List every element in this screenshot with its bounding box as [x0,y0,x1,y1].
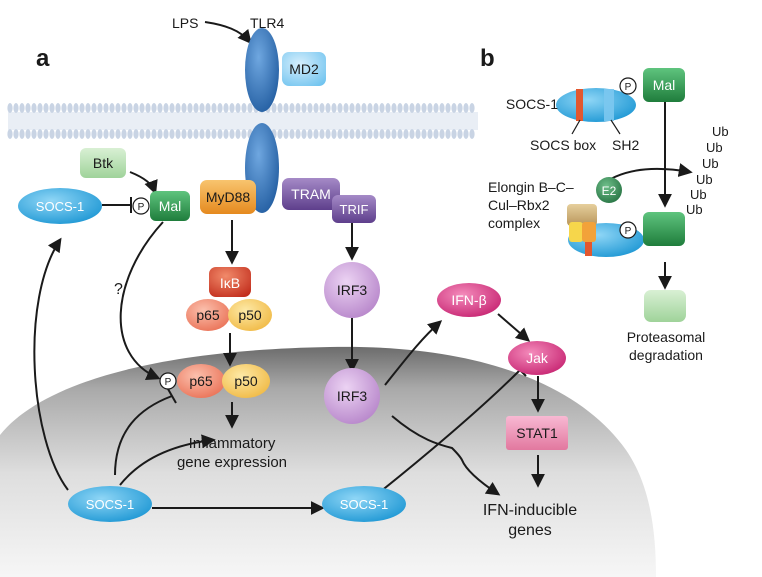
degraded-mal [644,290,686,322]
btk [80,148,126,178]
inhibit-socs1-p65-bar [167,388,177,404]
stat1 [506,416,568,450]
phospho-p65-label: P [165,377,172,388]
ifn-beta-label: IFN-β [451,292,486,308]
mal-b-bound [643,212,685,246]
phospho-p65 [159,372,177,390]
p50-nucleus [222,364,270,398]
socs-box-pointer [571,119,581,135]
arrow-socs1-nuc-to-cyto [33,237,69,491]
ub-label-5: Ub [690,187,707,202]
irf3-cytoplasm [324,262,380,318]
socs1-cytoplasm-label: SOCS-1 [36,199,84,214]
ub-label-1: Ub [712,124,729,139]
elongin-bc-yellow [569,222,583,242]
md2-label: MD2 [289,61,319,77]
socs1-b-label: SOCS-1 [506,96,558,112]
p65-nucleus [177,364,225,398]
mal-b-label: Mal [653,77,676,93]
nucleus [0,346,656,577]
inflammatory-label-line1: Inflammatory [189,435,276,452]
arrows [33,21,693,515]
tram-label: TRAM [291,186,331,202]
stat1-label: STAT1 [516,425,558,441]
phospho-mal-b-bound [619,221,637,239]
inhibit-socs1-jak [379,369,521,493]
myd88-label: MyD88 [206,189,251,205]
myd88 [200,180,256,214]
sh2-pointer [610,119,621,135]
e2-label: E2 [602,184,617,198]
irf3-nucleus [324,368,380,424]
socs1-nucleus-right [322,486,406,522]
irf3-cytoplasm-label: IRF3 [337,282,368,298]
jak-label: Jak [526,350,549,366]
mal-label: Mal [159,198,182,214]
phospho-mal-label: P [138,202,145,213]
degradation-label-line1: Proteasomal [627,329,706,345]
socs-box-label: SOCS box [530,137,596,153]
arrow-socs1-to-genes [119,434,216,486]
p65-cytoplasm-label: p65 [196,307,220,323]
phospho-mal-b-bound-label: P [625,226,632,237]
ikb [209,267,251,297]
trif-label: TRIF [340,202,369,217]
phospho-mal-b [619,77,637,95]
tlr4-extracellular-domain [245,28,279,112]
socs1-nucleus-left [68,486,152,522]
socs-box-stripe [576,89,583,121]
arrow-irf3-to-ifn-genes [391,415,501,496]
socs1-cytoplasm [18,188,102,224]
arrow-irf3-to-ifnb [384,320,443,386]
unknown-step-label: ? [114,281,123,298]
p50-nucleus-label: p50 [234,373,258,389]
ifn-genes-label-line2: genes [508,522,552,539]
complex-label-line3: complex [488,215,540,231]
panel-label-a: a [36,45,50,72]
arrow-ifnb-to-jak [497,313,531,342]
tlr4-label: TLR4 [250,15,284,31]
inhibit-socs1-p65 [114,395,173,476]
ub-label-3: Ub [702,156,719,171]
ub-label-2: Ub [706,140,723,155]
ifn-genes-label-line1: IFN-inducible [483,502,577,519]
cullin [567,204,597,226]
trif [332,195,376,223]
ub-label-6: Ub [686,202,703,217]
p65-cytoplasm [186,299,230,331]
p50-cytoplasm [228,299,272,331]
socs1-nucleus-left-label: SOCS-1 [86,497,134,512]
sh2-label: SH2 [612,137,639,153]
btk-label: Btk [93,155,114,171]
sh2-stripe [604,89,614,121]
mal-b [643,68,685,102]
e2 [596,177,622,203]
tram [282,178,340,210]
complex-label-line1: Elongin B–C– [488,179,574,195]
socs1-nucleus-right-label: SOCS-1 [340,497,388,512]
phospho-mal [132,197,150,215]
mal [150,191,190,221]
ikb-label: IκB [220,275,240,291]
complex-label-line2: Cul–Rbx2 [488,197,550,213]
jak [508,341,566,375]
arrow-lps-to-tlr4 [204,21,252,45]
arrow-mal-to-p65 [119,221,164,380]
degradation-label-line2: degradation [629,347,703,363]
plasma-membrane [7,103,478,139]
p65-nucleus-label: p65 [189,373,213,389]
arrow-btk-to-mal [129,171,158,195]
ub-label-4: Ub [696,172,713,187]
lps-label: LPS [172,15,198,31]
p50-cytoplasm-label: p50 [238,307,262,323]
md2 [282,52,326,86]
ifn-beta [437,283,501,317]
elongin-bc-orange [582,222,596,242]
phospho-mal-b-label: P [625,82,632,93]
panel-label-b: b [480,45,495,72]
inflammatory-label-line2: gene expression [177,454,287,471]
irf3-nucleus-label: IRF3 [337,388,368,404]
